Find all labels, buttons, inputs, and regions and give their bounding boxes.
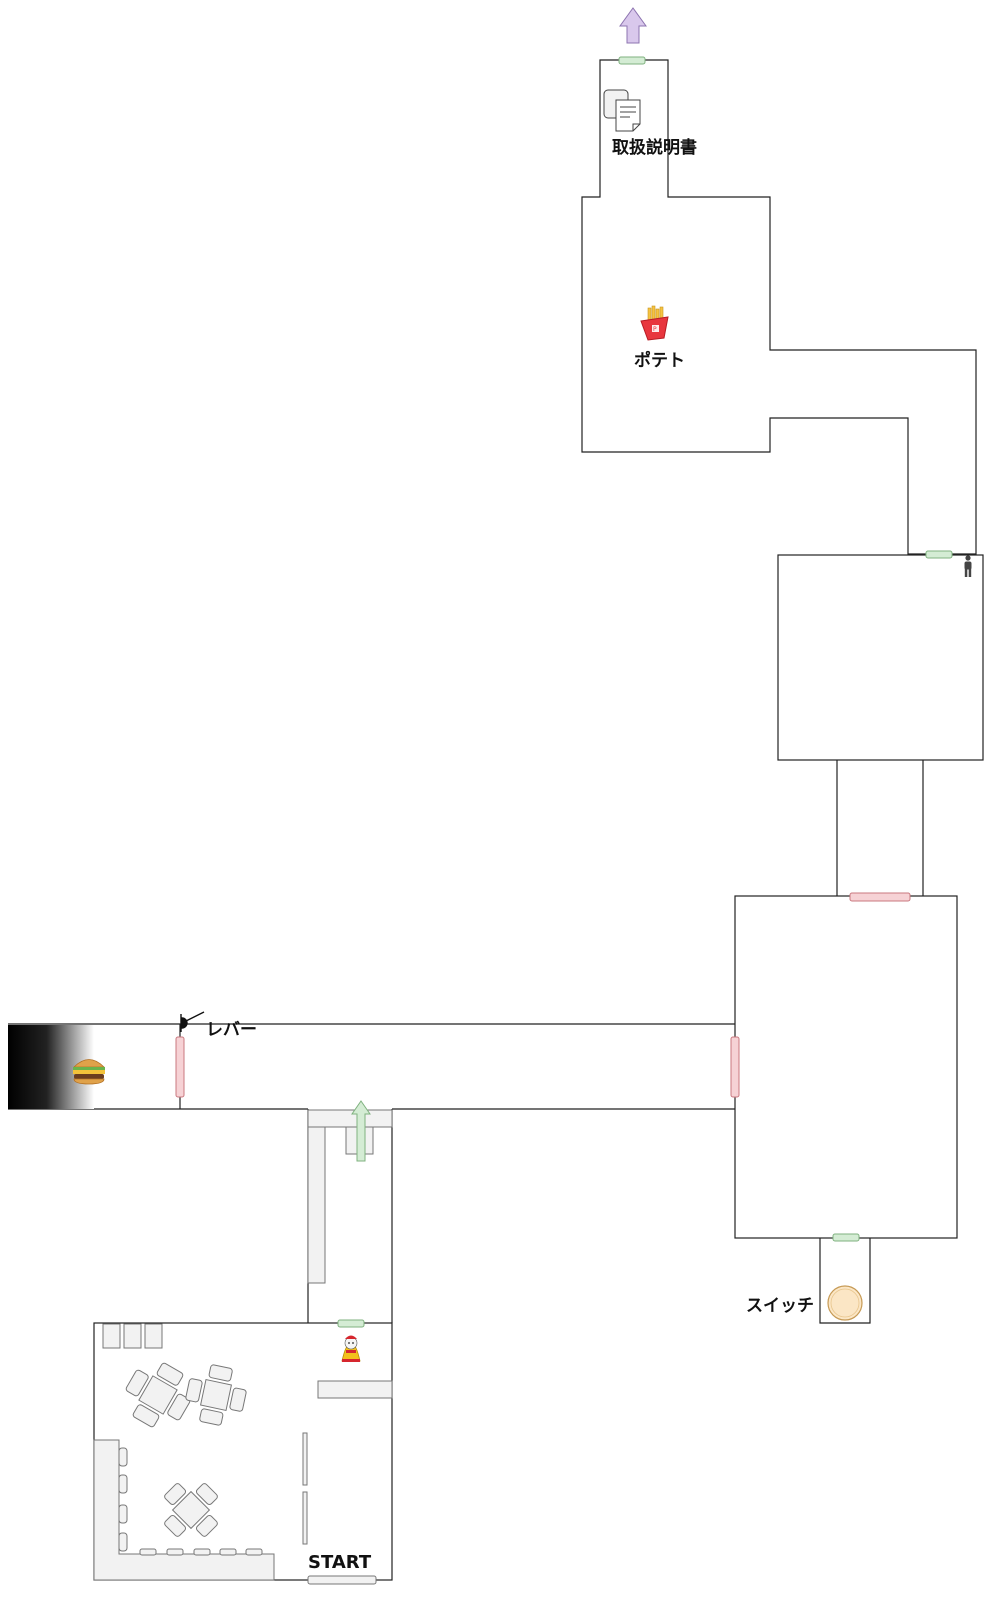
door-switch-alcove[interactable] — [832, 1233, 860, 1242]
door-top-exit[interactable] — [618, 56, 646, 65]
burger-icon[interactable] — [73, 1059, 105, 1085]
big-right-room — [734, 895, 958, 1239]
corridor-fixtures — [307, 1109, 393, 1284]
door-big-room-left[interactable] — [730, 1036, 740, 1098]
round-switch-icon[interactable] — [827, 1285, 863, 1321]
switch-label: スイッチ — [746, 1296, 814, 1316]
document-icon[interactable] — [603, 89, 641, 132]
walls — [8, 59, 984, 1581]
top-room-outline — [581, 59, 977, 555]
up-arrow-icon[interactable] — [619, 7, 647, 44]
doors — [175, 56, 953, 1585]
fries-icon[interactable]: P — [640, 305, 669, 341]
svg-text:P: P — [653, 326, 657, 333]
table-group-3 — [164, 1483, 218, 1537]
switch-alcove — [819, 1238, 871, 1324]
door-upper-right-room[interactable] — [925, 550, 953, 559]
lever-label: レバー — [206, 1020, 257, 1040]
up-arrow-icon[interactable] — [351, 1100, 371, 1162]
door-corridor-lever[interactable] — [175, 1036, 185, 1098]
start-label: START — [308, 1552, 372, 1573]
mascot-icon — [341, 1335, 361, 1362]
door-big-room-top[interactable] — [849, 892, 911, 902]
fries-label: ポテト — [634, 350, 685, 371]
table-group-2 — [185, 1364, 247, 1426]
upper-right-room — [777, 554, 984, 761]
manual-label: 取扱説明書 — [612, 137, 697, 158]
lever-icon[interactable] — [180, 1011, 205, 1032]
door-start-room-top[interactable] — [337, 1319, 365, 1328]
door-start-entrance[interactable] — [307, 1575, 377, 1585]
start-room-furniture — [93, 1323, 393, 1581]
person-icon — [964, 555, 972, 577]
table-group-1 — [125, 1362, 191, 1428]
